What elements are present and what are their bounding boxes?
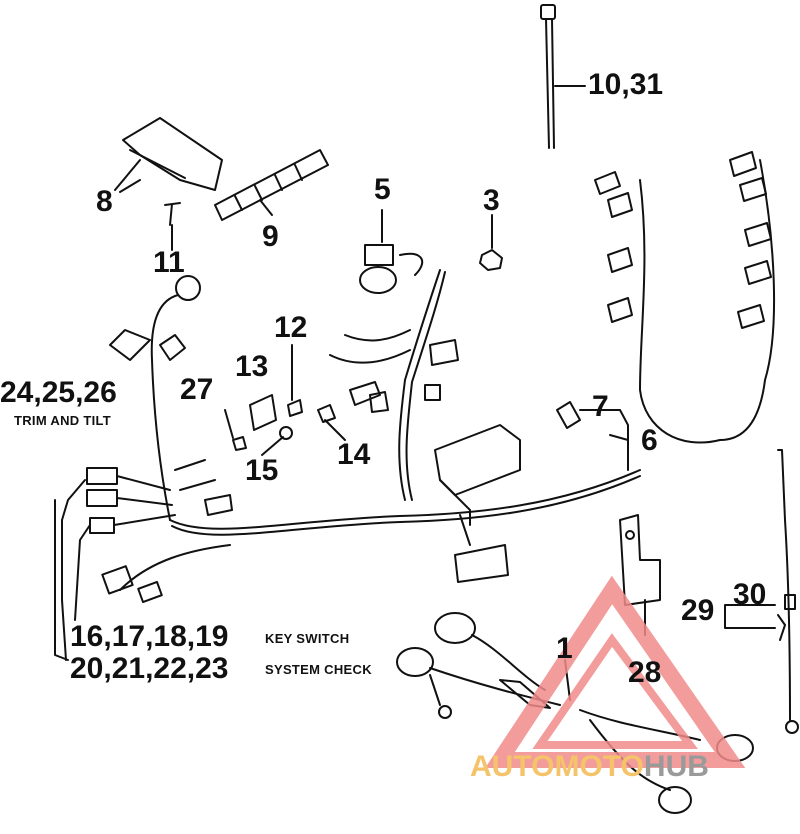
nut xyxy=(479,214,503,271)
callout-6: 6 xyxy=(641,424,658,457)
watermark-logo: AUTOMOTOHUB xyxy=(470,752,709,782)
callout-27: 27 xyxy=(180,373,214,406)
cable-tie xyxy=(540,4,586,149)
harness-left-branch xyxy=(101,275,641,603)
callout-8: 8 xyxy=(96,185,113,218)
callout-11: 11 xyxy=(153,246,185,279)
callout-28: 28 xyxy=(628,656,662,689)
callout-14: 14 xyxy=(337,438,371,471)
small-parts xyxy=(224,344,336,451)
connector-holder xyxy=(359,209,424,294)
sleeve xyxy=(214,149,329,221)
callout-5: 5 xyxy=(374,173,391,206)
callout-13: 13 xyxy=(235,350,269,383)
key-switch-label: KEY SWITCH xyxy=(265,631,350,646)
callout-10-31: 10,31 xyxy=(588,68,664,101)
callout-7: 7 xyxy=(592,390,609,423)
callout-24-25-26: 24,25,26 xyxy=(0,376,117,409)
callout-12: 12 xyxy=(274,311,308,344)
watermark-text-secondary: HUB xyxy=(643,750,709,783)
fuse xyxy=(556,401,629,471)
callout-1: 1 xyxy=(556,632,573,665)
callout-15: 15 xyxy=(245,454,279,487)
ground-bracket xyxy=(619,514,661,606)
watermark-triangle xyxy=(485,575,746,768)
callout-16-19: 16,17,18,19 xyxy=(70,620,229,653)
harness-center xyxy=(329,269,521,583)
callout-3: 3 xyxy=(483,184,500,217)
watermark-text-primary: AUTOMOTO xyxy=(470,750,644,783)
lead-wire xyxy=(724,449,799,734)
harness-right-branch xyxy=(594,151,776,444)
callout-29: 29 xyxy=(681,594,715,627)
trim-tilt-connectors xyxy=(61,467,176,661)
trim-and-tilt-label: TRIM AND TILT xyxy=(14,413,112,428)
callout-9: 9 xyxy=(262,220,279,253)
system-check-label: SYSTEM CHECK xyxy=(265,662,372,677)
callout-30: 30 xyxy=(733,578,767,611)
leader-lines xyxy=(54,179,646,661)
callout-20-23: 20,21,22,23 xyxy=(70,652,229,685)
bracket xyxy=(114,117,223,226)
